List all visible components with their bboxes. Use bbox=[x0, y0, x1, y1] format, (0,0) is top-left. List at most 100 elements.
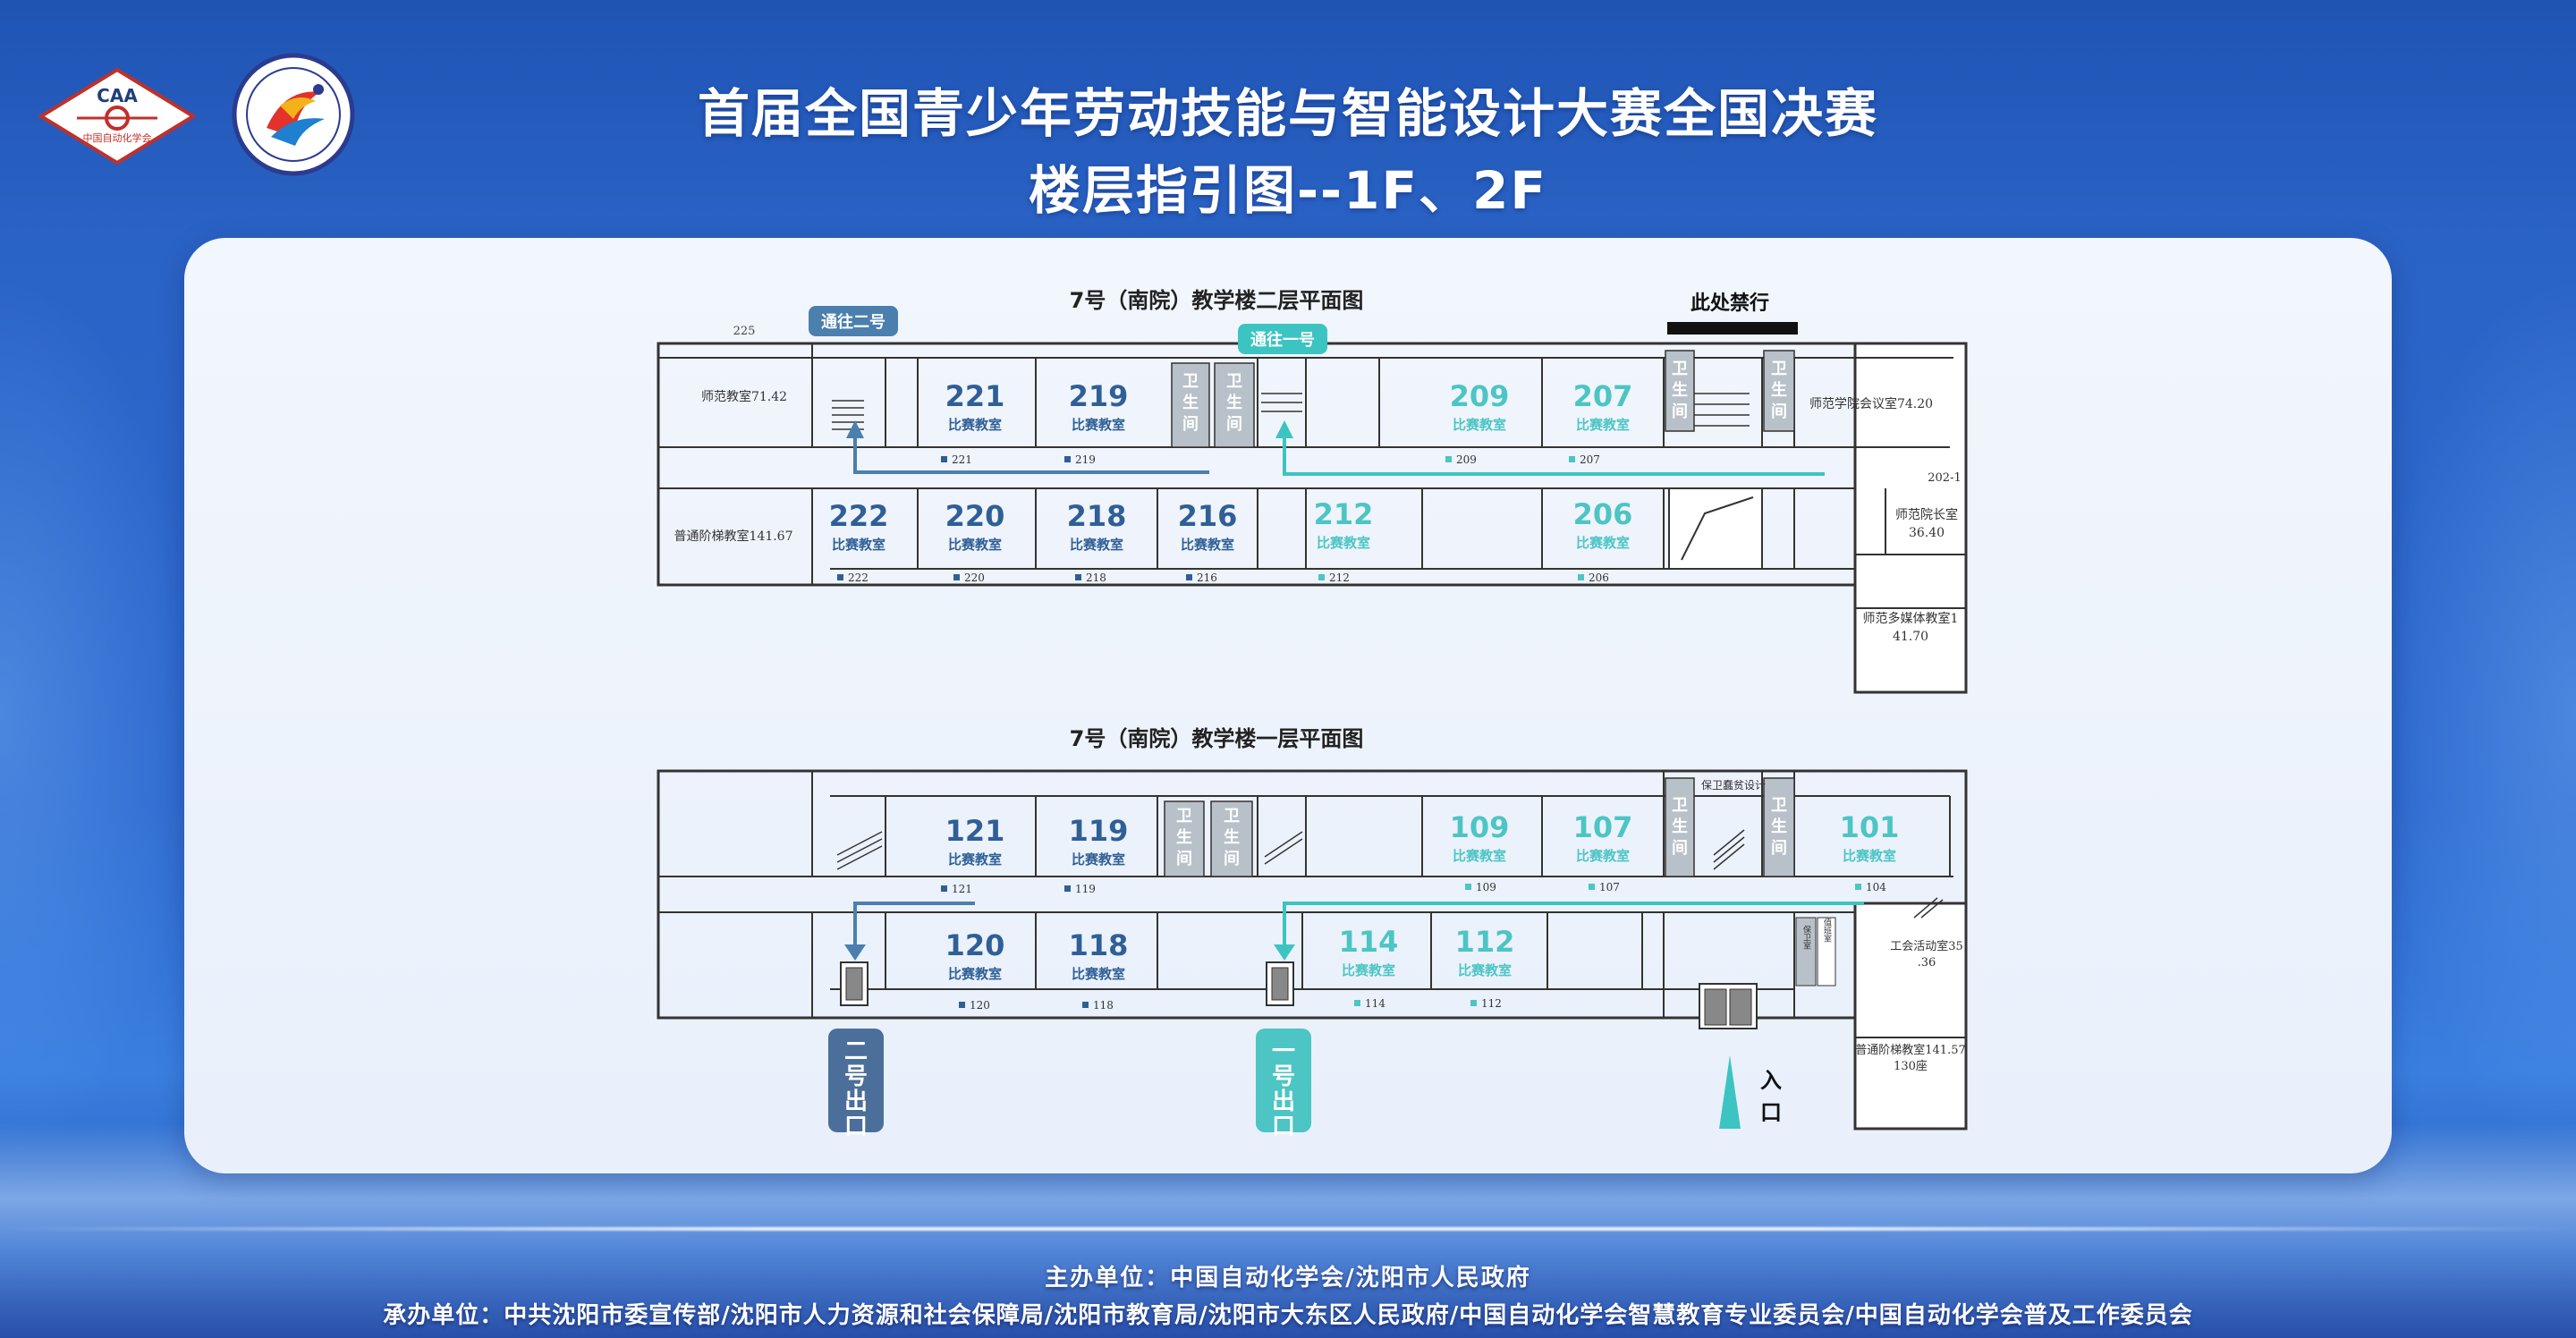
floor-1-route-teal bbox=[1274, 902, 1864, 961]
to-exit-2-label: 通往二号 bbox=[821, 312, 886, 332]
f2-room-206-tag-marker bbox=[1578, 574, 1584, 580]
lecture-room-label-1: 普通阶梯教室141.57 bbox=[1855, 1043, 1966, 1057]
f2-room-206-number: 206 bbox=[1573, 497, 1633, 531]
f2-room-221-number: 221 bbox=[945, 379, 1005, 413]
room-right-top-label: 师范学院会议室74.20 bbox=[1809, 396, 1933, 411]
toilet-2f-4-label-3: 间 bbox=[1771, 402, 1787, 421]
toilet-1f-4-label-2: 生 bbox=[1771, 817, 1787, 836]
f2-room-219-tag-marker bbox=[1064, 456, 1071, 462]
f1-room-114-label: 比赛教室 bbox=[1342, 962, 1395, 978]
floor-1-toilet-2 bbox=[1210, 800, 1253, 877]
toilet-1f-4-label-3: 间 bbox=[1771, 839, 1787, 858]
f1-room-121-tag: 121 bbox=[952, 883, 972, 895]
f2-room-206-tag: 206 bbox=[1589, 572, 1609, 584]
f1-room-119-label: 比赛教室 bbox=[1072, 851, 1125, 868]
floor-1-plan: 7号（南院）教学楼一层平面图 bbox=[657, 726, 1968, 1140]
f2-room-220-tag: 220 bbox=[964, 572, 985, 584]
f2-room-209-label: 比赛教室 bbox=[1453, 417, 1506, 433]
f2-room-209-tag-marker bbox=[1445, 456, 1452, 462]
host-organizations: 主办单位：中国自动化学会/沈阳市人民政府 bbox=[1045, 1265, 1531, 1291]
f1-room-121-label: 比赛教室 bbox=[948, 851, 1002, 868]
floor-plan-panel: 7号（南院）教学楼二层平面图 bbox=[184, 238, 2392, 1173]
floor-2-toilet-1 bbox=[1171, 362, 1210, 448]
toilet-1f-1-label-1: 卫 bbox=[1176, 807, 1192, 826]
f1-room-118-number: 118 bbox=[1069, 928, 1129, 962]
duty-room-2-label: 值班室 bbox=[1822, 917, 1832, 942]
f1-room-101-label: 比赛教室 bbox=[1843, 848, 1896, 864]
floor-2-route-blue bbox=[846, 420, 1209, 474]
f2-room-209-number: 209 bbox=[1450, 379, 1510, 413]
f2-room-207-tag-marker bbox=[1569, 456, 1575, 462]
toilet-1f-2-label-2: 生 bbox=[1224, 827, 1240, 847]
f2-room-212-tag-marker bbox=[1318, 574, 1325, 580]
competition-logo bbox=[232, 53, 355, 176]
f1-room-114-number: 114 bbox=[1339, 925, 1399, 959]
f1-room-107-number: 107 bbox=[1573, 810, 1633, 844]
lecture-room-label-2: 130座 bbox=[1894, 1060, 1928, 1073]
page-title-line-2: 楼层指引图--1F、2F bbox=[1028, 160, 1548, 221]
floor-2-title: 7号（南院）教学楼二层平面图 bbox=[1070, 288, 1364, 313]
exit-1-door-icon bbox=[1266, 961, 1294, 1006]
floor-2-route-teal bbox=[1275, 420, 1825, 476]
f1-room-101-number: 101 bbox=[1840, 810, 1900, 844]
entrance-label-2: 口 bbox=[1760, 1100, 1782, 1125]
exit-1-label: 一号出口 bbox=[1272, 1038, 1295, 1140]
entrance-door-icon bbox=[1699, 983, 1758, 1029]
floor-2-toilet-2 bbox=[1214, 362, 1255, 448]
caa-logo-subtext: 中国自动化学会 bbox=[83, 131, 152, 144]
toilet-1f-4-label-1: 卫 bbox=[1771, 796, 1787, 815]
floor-2-toilet-4 bbox=[1763, 350, 1795, 432]
organizer-list: 承办单位：中共沈阳市委宣传部/沈阳市人力资源和社会保障局/沈阳市教育局/沈阳市大… bbox=[383, 1302, 2193, 1329]
floor-1-outer-wall bbox=[657, 769, 1968, 1020]
floor-1-right-wing bbox=[1853, 902, 1968, 1131]
floor-1-toilet-1 bbox=[1164, 800, 1205, 877]
entrance-label-1: 入 bbox=[1760, 1068, 1782, 1093]
f1-room-112-tag: 112 bbox=[1481, 997, 1502, 1010]
floor-1-toilet-3 bbox=[1665, 777, 1695, 877]
room-dean-label-2: 36.40 bbox=[1909, 526, 1945, 540]
toilet-1f-1-label-2: 生 bbox=[1176, 827, 1192, 847]
f1-room-112-number: 112 bbox=[1455, 925, 1515, 959]
f1-room-114-tag-marker bbox=[1354, 1000, 1360, 1006]
toilet-2f-2-label-3: 间 bbox=[1226, 415, 1242, 434]
toilet-2f-1-label-1: 卫 bbox=[1182, 372, 1199, 391]
f2-room-207-tag: 207 bbox=[1580, 453, 1600, 466]
exit-2-badge bbox=[828, 1029, 884, 1132]
f2-room-222-label: 比赛教室 bbox=[832, 537, 886, 553]
f1-room-120-tag-marker bbox=[959, 1002, 965, 1008]
entrance-arrow-icon bbox=[1719, 1055, 1741, 1129]
floor-2-rooms: 221比赛教室221219比赛教室219209比赛教室209207比赛教室207… bbox=[829, 379, 1633, 584]
f1-room-109-tag: 109 bbox=[1476, 881, 1496, 893]
floor-2-stairs-left bbox=[832, 400, 864, 430]
floor-1-stairs-mid bbox=[1264, 831, 1303, 865]
f1-room-118-tag: 118 bbox=[1093, 999, 1114, 1012]
toilet-1f-3-label-3: 间 bbox=[1672, 839, 1688, 858]
f2-room-212-number: 212 bbox=[1314, 497, 1374, 531]
floor-2-plan: 7号（南院）教学楼二层平面图 bbox=[657, 288, 1968, 694]
f1-room-119-tag: 119 bbox=[1075, 883, 1096, 895]
f1-room-121-number: 121 bbox=[945, 814, 1005, 848]
room-dean-label-1: 师范院长室 bbox=[1895, 507, 1958, 522]
f2-room-212-tag: 212 bbox=[1329, 572, 1350, 584]
room-left-bottom-label: 普通阶梯教室141.67 bbox=[674, 529, 793, 544]
f1-room-107-label: 比赛教室 bbox=[1576, 848, 1630, 864]
f1-room-109-label: 比赛教室 bbox=[1453, 848, 1506, 864]
f2-room-220-number: 220 bbox=[945, 499, 1005, 533]
f2-room-212-label: 比赛教室 bbox=[1317, 535, 1370, 551]
f2-room-216-tag: 216 bbox=[1197, 572, 1217, 584]
f2-room-207-label: 比赛教室 bbox=[1576, 417, 1630, 433]
room-multimedia-label-1: 师范多媒体教室1 bbox=[1863, 611, 1959, 626]
f1-room-119-number: 119 bbox=[1069, 814, 1129, 848]
f2-room-209-tag: 209 bbox=[1456, 453, 1477, 466]
floor-1-route-blue bbox=[844, 902, 975, 961]
f2-room-216-number: 216 bbox=[1178, 499, 1238, 533]
security-room-label: 保卫蠢贫设计 bbox=[1701, 778, 1766, 792]
f2-room-222-tag-marker bbox=[837, 574, 843, 580]
f2-room-220-tag-marker bbox=[953, 574, 960, 580]
f2-room-206-label: 比赛教室 bbox=[1576, 535, 1630, 551]
f2-room-218-number: 218 bbox=[1067, 499, 1127, 533]
f1-room-101-tag: 104 bbox=[1866, 881, 1886, 893]
floor-1-title: 7号（南院）教学楼一层平面图 bbox=[1070, 726, 1364, 751]
caa-logo-text: CAA bbox=[97, 85, 138, 106]
duty-room-1 bbox=[1795, 917, 1817, 987]
